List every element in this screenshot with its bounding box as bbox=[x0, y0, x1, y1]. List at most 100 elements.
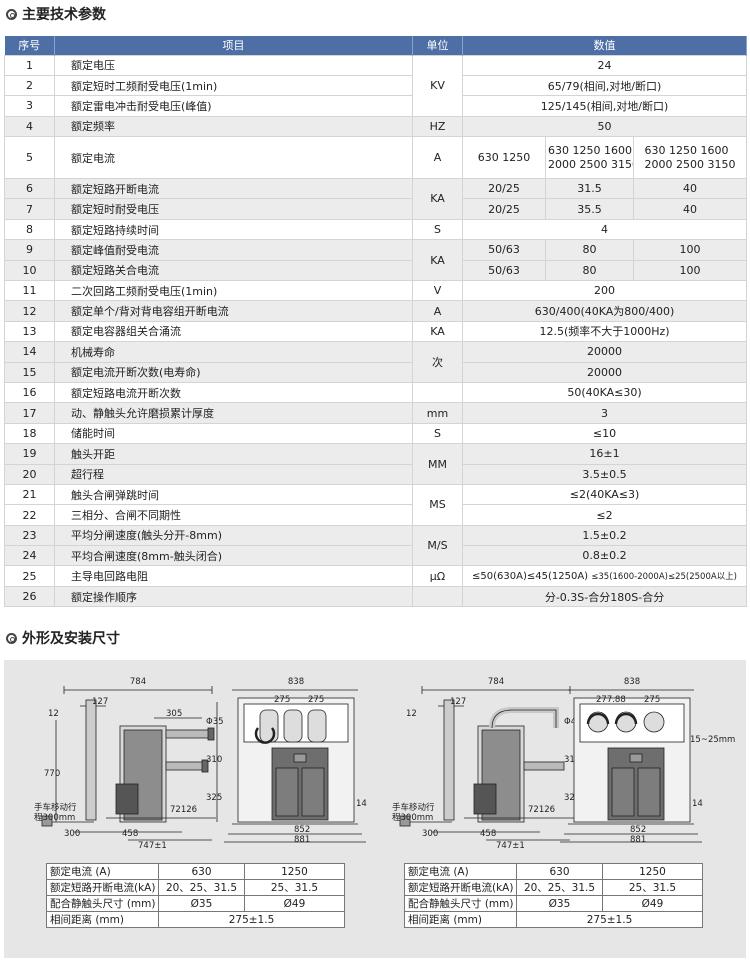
row-item: 平均分闸速度(触头分开-8mm) bbox=[54, 524, 413, 547]
row-value: ≤10 bbox=[461, 422, 748, 445]
table-row: 4 额定频率 HZ 50 bbox=[4, 115, 748, 138]
row-item: 触头合闸弹跳时间 bbox=[54, 483, 413, 506]
cell: 相间距离 (mm) bbox=[404, 911, 517, 928]
row-unit: μΩ bbox=[412, 565, 463, 587]
cell: 1250 bbox=[244, 863, 345, 880]
row-value: 16±1 bbox=[461, 443, 748, 465]
row-unit: MS bbox=[412, 483, 463, 526]
row-no: 4 bbox=[4, 115, 55, 138]
left-dimension-drawing: 784 127 305 12 770 Φ35 310 325 72126 300… bbox=[34, 677, 367, 851]
dim-458: 458 bbox=[122, 829, 138, 839]
dim-310: 310 bbox=[564, 755, 580, 765]
dim-12: 12 bbox=[48, 709, 59, 719]
row-value: 630 1250 bbox=[462, 136, 546, 180]
cell: Ø35 bbox=[516, 895, 603, 912]
row-item: 额定单个/背对背电容组开断电流 bbox=[54, 300, 413, 322]
table-row: 16 额定短路电流开断次数 50(40KA≤30) bbox=[4, 381, 748, 404]
spec-table: 序号 项目 单位 数值 1 额定电压 KV 24 2 额定短时工频耐受电压(1m… bbox=[4, 36, 748, 608]
note-travel-2: 程300mm bbox=[392, 813, 433, 823]
row-item: 额定短路开断电流 bbox=[54, 178, 413, 200]
row-value: 24 bbox=[461, 54, 748, 76]
dim-881: 881 bbox=[294, 835, 310, 845]
cell: 额定短路开断电流(kA) bbox=[404, 879, 517, 896]
row-value: 31.5 bbox=[545, 178, 634, 200]
row-value: 3 bbox=[461, 402, 748, 424]
row-no: 26 bbox=[4, 585, 55, 608]
row-value: 35.5 bbox=[545, 198, 634, 220]
row-no: 10 bbox=[4, 259, 55, 282]
row-value: 100 bbox=[632, 259, 748, 282]
row-value: 20000 bbox=[461, 341, 748, 363]
row-no: 7 bbox=[4, 198, 55, 220]
table-row: 12 额定单个/背对背电容组开断电流 A 630/400(40KA为800/40… bbox=[4, 300, 748, 322]
header-value: 数值 bbox=[462, 36, 748, 55]
row-value: 80 bbox=[545, 239, 634, 261]
row-value: 1.5±0.2 bbox=[461, 524, 748, 547]
row-item: 储能时间 bbox=[54, 422, 413, 445]
row-value: 630/400(40KA为800/400) bbox=[461, 300, 748, 322]
value-line: 630 1250 1600 bbox=[644, 143, 729, 157]
row-unit: mm bbox=[412, 402, 463, 424]
value-line: 2000 2500 3150 bbox=[548, 157, 634, 171]
table-row: 3 额定雷电冲击耐受电压(峰值) 125/145(相间,对地/断口) bbox=[4, 95, 748, 117]
right-dimension-drawing: 784 127 12 Φ49 310 325 72126 300 458 747… bbox=[392, 677, 735, 851]
row-no: 8 bbox=[4, 218, 55, 241]
table-row: 8 额定短路持续时间 S 4 bbox=[4, 218, 748, 241]
cell: 25、31.5 bbox=[244, 879, 345, 896]
table-row: 22 三相分、合闸不同期性 ≤2 bbox=[4, 504, 748, 526]
row-no: 11 bbox=[4, 280, 55, 302]
row-item: 平均合闸速度(8mm-触头闭合) bbox=[54, 545, 413, 567]
row-value: 20/25 bbox=[462, 178, 546, 200]
cell: 275±1.5 bbox=[158, 911, 345, 928]
cell: Ø35 bbox=[158, 895, 245, 912]
params-title-text: 主要技术参数 bbox=[22, 7, 106, 23]
row-value: 12.5(频率不大于1000Hz) bbox=[461, 320, 748, 343]
row-value: 100 bbox=[632, 239, 748, 261]
row-value: 50/63 bbox=[462, 239, 546, 261]
dim-72126: 72126 bbox=[528, 805, 555, 815]
row-no: 16 bbox=[4, 381, 55, 404]
row-item: 额定电容器组关合涌流 bbox=[54, 320, 413, 343]
value-line: 2000 2500 3150 bbox=[644, 157, 736, 171]
row-value: ≤50(630A)≤45(1250A) ≤35(1600-2000A)≤25(2… bbox=[461, 565, 748, 587]
row-unit: MM bbox=[412, 443, 463, 485]
dims-section-title: 外形及安装尺寸 bbox=[6, 628, 120, 648]
row-unit: KV bbox=[412, 54, 463, 117]
row-unit: V bbox=[412, 280, 463, 302]
dim-881: 881 bbox=[630, 835, 646, 845]
row-unit: A bbox=[412, 136, 463, 180]
row-value: 80 bbox=[545, 259, 634, 282]
header-no: 序号 bbox=[4, 36, 55, 55]
dim-15-25mm: 15~25mm bbox=[690, 735, 735, 745]
dim-300: 300 bbox=[64, 829, 80, 839]
table-row: 17 动、静触头允许磨损累计厚度 mm 3 bbox=[4, 402, 748, 424]
row-item: 额定短路关合电流 bbox=[54, 259, 413, 282]
cell: 额定短路开断电流(kA) bbox=[46, 879, 159, 896]
row-item: 机械寿命 bbox=[54, 341, 413, 363]
dim-838: 838 bbox=[288, 677, 304, 687]
row-value: 40 bbox=[632, 198, 748, 220]
row-unit: HZ bbox=[412, 115, 463, 138]
table-row: 相间距离 (mm)275±1.5 bbox=[46, 911, 345, 928]
value-line: 630 1250 1600 bbox=[548, 143, 632, 157]
note-travel-2: 程300mm bbox=[34, 813, 75, 823]
row-value: 125/145(相间,对地/断口) bbox=[461, 95, 748, 117]
dim-127: 127 bbox=[450, 697, 466, 707]
row-value: 20/25 bbox=[462, 198, 546, 220]
cell: 20、25、31.5 bbox=[516, 879, 603, 896]
row-item: 额定雷电冲击耐受电压(峰值) bbox=[54, 95, 413, 117]
row-value: ≤2(40KA≤3) bbox=[461, 483, 748, 506]
dim-838: 838 bbox=[624, 677, 640, 687]
row-item: 二次回路工频耐受电压(1min) bbox=[54, 280, 413, 302]
cell: 630 bbox=[516, 863, 603, 880]
table-row: 6 额定短路开断电流 KA 20/25 31.5 40 bbox=[4, 178, 748, 220]
cell: 额定电流 (A) bbox=[404, 863, 517, 880]
row-item: 额定短时工频耐受电压(1min) bbox=[54, 74, 413, 97]
row-item: 动、静触头允许磨损累计厚度 bbox=[54, 402, 413, 424]
